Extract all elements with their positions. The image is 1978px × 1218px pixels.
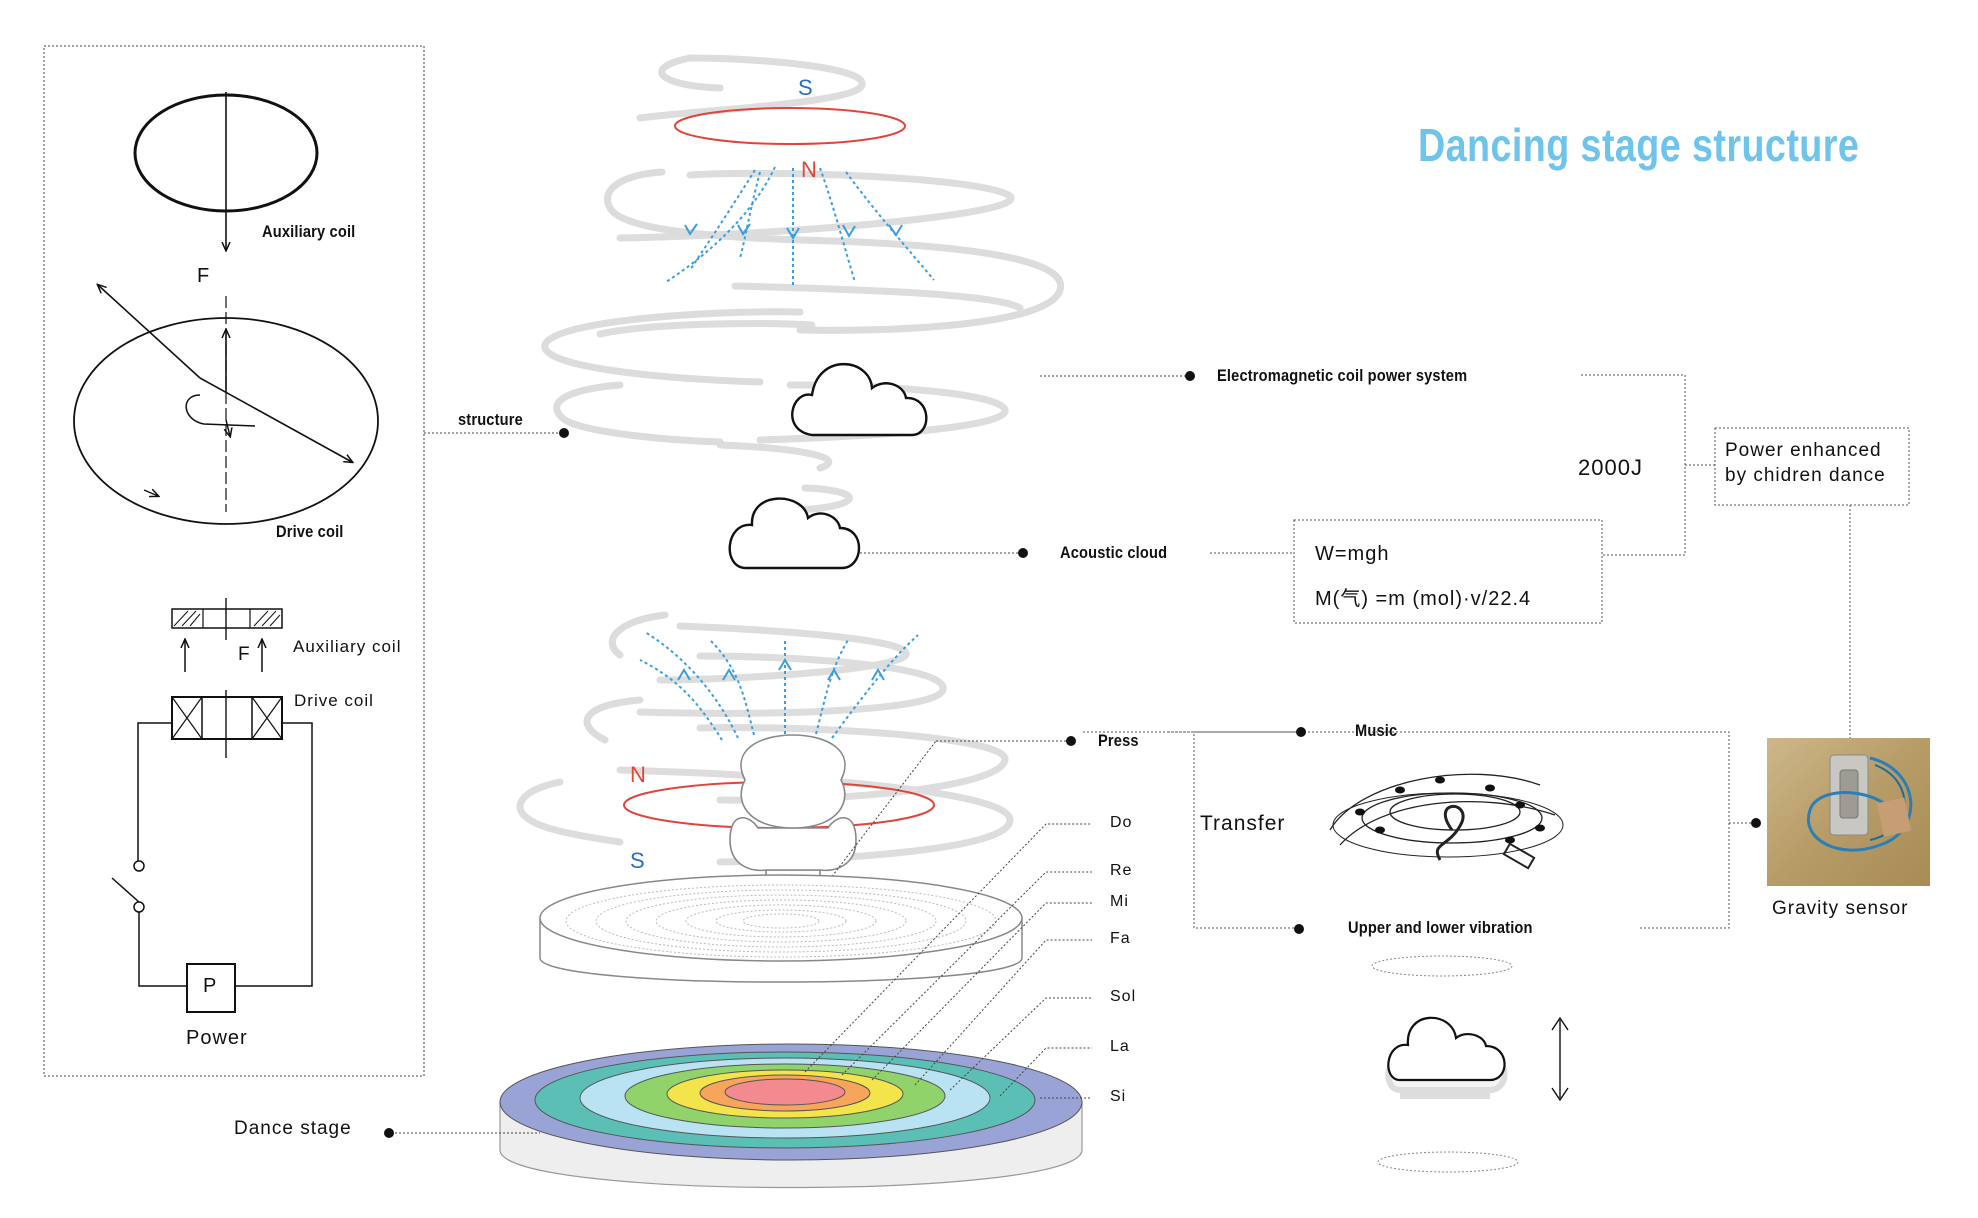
music-swirl-graphic	[1329, 773, 1564, 870]
acoustic-cloud-lower	[728, 497, 861, 570]
acoustic-cloud-label: Acoustic cloud	[1060, 543, 1168, 562]
note-do: Do	[1110, 814, 1133, 831]
top-magnet-ring	[674, 107, 906, 145]
top-north-pole: N	[801, 157, 817, 182]
acoustic-cloud-dot	[1018, 548, 1028, 558]
note-re: Re	[1110, 862, 1133, 879]
dance-stage-dot	[384, 1128, 394, 1138]
note-sol: Sol	[1110, 988, 1137, 1005]
structure-label: structure	[458, 410, 523, 429]
em-coil-dot	[1185, 371, 1195, 381]
upper-stage-disk	[539, 874, 1023, 983]
force-label-top: F	[197, 265, 211, 287]
top-field-lines	[665, 166, 935, 285]
dance-stage-label: Dance stage	[234, 1118, 352, 1139]
drive-coil-label-top: Drive coil	[276, 522, 344, 541]
power-label: Power	[186, 1027, 248, 1049]
energy-flow-connectors	[1083, 374, 1910, 929]
note-leaders	[804, 823, 1092, 1099]
vibration-label: Upper and lower vibration	[1348, 918, 1533, 937]
press-label: Press	[1098, 731, 1139, 750]
structure-callout-dot	[559, 428, 569, 438]
auxiliary-coil-label-circuit: Auxiliary coil	[293, 637, 402, 656]
auxiliary-coil-label-top: Auxiliary coil	[262, 222, 356, 241]
gravity-sensor-label: Gravity sensor	[1772, 898, 1909, 919]
coil-diagram-panel	[43, 45, 569, 1077]
bottom-south-pole: S	[630, 848, 645, 873]
power-symbol: P	[203, 975, 218, 997]
note-la: La	[1110, 1038, 1130, 1055]
gravity-sensor-dot	[1751, 818, 1761, 828]
power-enhanced-line-1: Power enhanced	[1725, 440, 1882, 461]
drive-coil-label-circuit: Drive coil	[294, 691, 374, 710]
note-si: Si	[1110, 1088, 1127, 1105]
gravity-sensor-photo	[1767, 738, 1930, 886]
power-box	[186, 963, 236, 1013]
formula-line-2: M(气) =m (mol)·v/22.4	[1315, 588, 1532, 610]
power-enhanced-line-2: by chidren dance	[1725, 465, 1886, 486]
vibration-dot	[1294, 924, 1304, 934]
top-south-pole: S	[798, 75, 813, 100]
em-coil-label: Electromagnetic coil power system	[1217, 366, 1468, 385]
force-label-circuit: F	[238, 644, 251, 665]
bottom-north-pole: N	[630, 762, 646, 787]
music-label: Music	[1355, 721, 1398, 740]
note-fa: Fa	[1110, 930, 1131, 947]
diagram-title: Dancing stage structure	[1418, 119, 1860, 171]
vibration-cloud	[1371, 955, 1569, 1173]
bottom-field-lines	[639, 631, 919, 741]
transfer-label: Transfer	[1200, 812, 1286, 835]
formula-line-1: W=mgh	[1315, 543, 1390, 565]
note-mi: Mi	[1110, 893, 1129, 910]
music-dot	[1296, 727, 1306, 737]
acoustic-cloud-upper	[791, 362, 928, 437]
press-dot	[1066, 736, 1076, 746]
energy-joules: 2000J	[1578, 455, 1643, 480]
dance-stage-disk	[499, 1043, 1083, 1189]
